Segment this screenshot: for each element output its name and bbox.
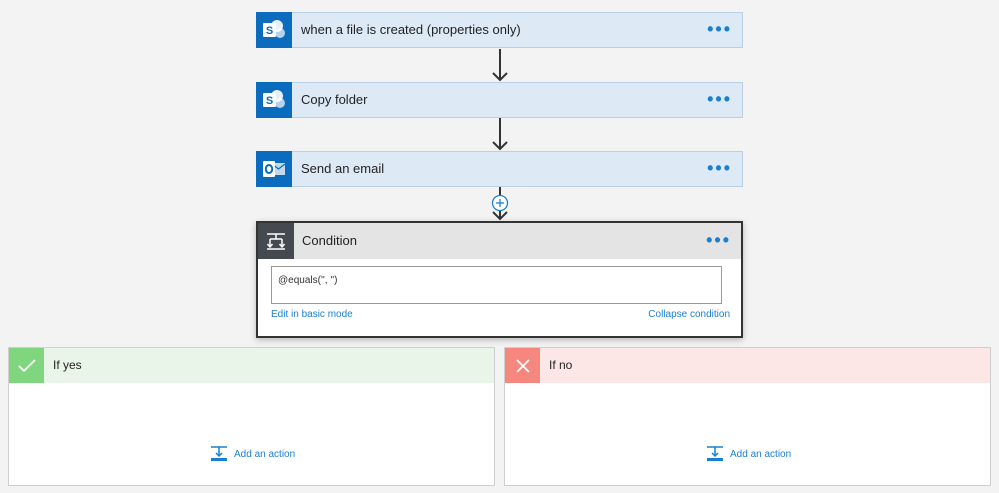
sharepoint-icon: S: [256, 82, 292, 118]
condition-header[interactable]: Condition •••: [258, 223, 741, 259]
checkmark-icon: [9, 348, 44, 383]
send-email-step-card[interactable]: Send an email •••: [256, 151, 743, 187]
more-options-button[interactable]: •••: [706, 230, 731, 250]
if-no-title: If no: [549, 358, 573, 372]
step-title: Send an email: [301, 161, 385, 176]
svg-text:S: S: [266, 95, 273, 107]
svg-text:S: S: [266, 25, 273, 37]
x-icon: [505, 348, 540, 383]
collapse-condition-link[interactable]: Collapse condition: [648, 309, 730, 320]
more-options-button[interactable]: •••: [707, 89, 732, 109]
condition-icon: [258, 223, 294, 259]
outlook-icon: [256, 151, 292, 187]
if-yes-branch: If yes Add an action: [8, 347, 495, 486]
add-action-label: Add an action: [730, 448, 792, 460]
add-action-button[interactable]: Add an action: [210, 445, 295, 463]
condition-card[interactable]: Condition ••• @equals('', '') Edit in ba…: [256, 221, 743, 338]
more-options-button[interactable]: •••: [707, 158, 732, 178]
trigger-step-card[interactable]: S when a file is created (properties onl…: [256, 12, 743, 48]
arrow-down-icon: [492, 118, 508, 151]
more-options-button[interactable]: •••: [707, 19, 732, 39]
add-action-button[interactable]: Add an action: [706, 445, 791, 463]
edit-basic-mode-link[interactable]: Edit in basic mode: [271, 309, 353, 320]
add-action-label: Add an action: [234, 448, 296, 460]
if-no-branch: If no Add an action: [504, 347, 991, 486]
copy-folder-step-card[interactable]: S Copy folder •••: [256, 82, 743, 118]
if-yes-header: If yes: [9, 348, 494, 383]
add-action-icon: [707, 446, 723, 461]
add-action-icon: [211, 446, 227, 461]
plus-circle-icon[interactable]: [491, 194, 509, 212]
step-title: Copy folder: [301, 92, 368, 107]
arrow-down-icon: [492, 49, 508, 82]
step-title: when a file is created (properties only): [301, 22, 521, 37]
condition-title: Condition: [302, 233, 357, 248]
if-yes-title: If yes: [53, 358, 82, 372]
sharepoint-icon: S: [256, 12, 292, 48]
if-no-header: If no: [505, 348, 990, 383]
condition-expression-input[interactable]: @equals('', ''): [271, 266, 722, 304]
